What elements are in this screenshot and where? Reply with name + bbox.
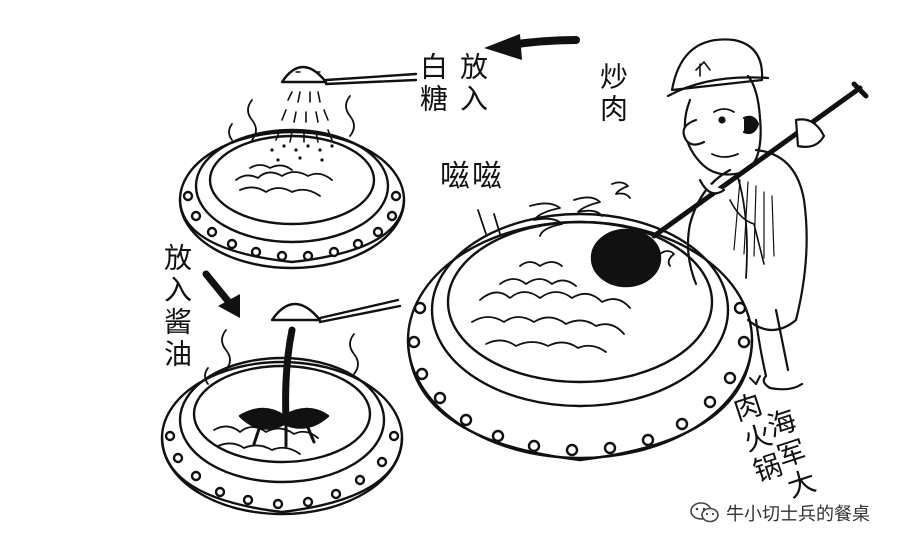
arrow-down-icon <box>202 270 240 318</box>
sizzle-label: 嗞嗞 <box>440 159 504 194</box>
big-pot <box>406 81 869 462</box>
sugar-pot <box>178 65 418 270</box>
add-sugar-label-line2: 白糖 <box>416 52 449 116</box>
add-sugar-label-line1: 放入 <box>456 52 489 116</box>
soy-pot <box>160 298 404 516</box>
sailor-cook <box>666 38 826 391</box>
watermark: 牛小切士兵的餐桌 <box>690 500 870 526</box>
add-soy-label: 放入酱油 <box>160 243 193 371</box>
stir-fry-label: 炒肉 <box>596 62 629 126</box>
wechat-icon <box>690 502 719 523</box>
arrow-left-icon <box>484 34 580 60</box>
watermark-text: 牛小切士兵的餐桌 <box>726 504 870 525</box>
